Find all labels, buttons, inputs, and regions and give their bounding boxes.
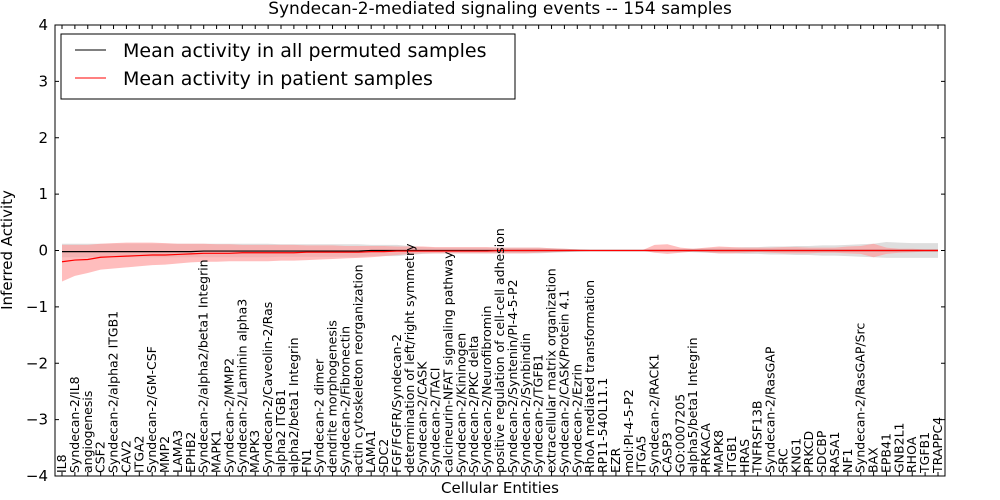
x-category-label: Syndecan-2 dimer (312, 358, 327, 473)
x-category-label: MMP2 (157, 436, 172, 473)
y-axis: −4 −3 −2 −1 0 1 2 3 4 (26, 16, 945, 485)
x-axis-label: Cellular Entities (441, 479, 559, 497)
x-category-label: Syndecan-2/MMP2 (221, 358, 236, 473)
x-category-label: CAV2 (118, 440, 133, 473)
x-category-label: MAPK8 (711, 430, 726, 473)
x-category-label: ITGA2 (131, 435, 146, 473)
y-tick-label: −1 (26, 298, 48, 316)
x-category-label: Syndecan-2/Kininogen (453, 333, 468, 473)
y-axis-label: Inferred Activity (0, 190, 16, 310)
x-category-label: CSF2 (93, 441, 108, 473)
x-category-label: alpha2/beta1 Integrin (286, 337, 301, 473)
x-category-label: Syndecan-2/alpha2/beta1 Integrin (196, 259, 211, 473)
x-category-label: ITGA5 (634, 435, 649, 473)
x-category-label: Syndecan-2/Fibronectin (337, 326, 352, 473)
y-tick-label: 3 (38, 72, 48, 90)
line-series-1 (61, 249, 938, 263)
y-tick-label: −2 (26, 354, 48, 372)
legend-box (60, 33, 516, 100)
x-category-label: Syndecan-2/IL8 (67, 376, 82, 473)
x-axis: IL8Syndecan-2/IL8angiogenesisCSF2Syndeca… (54, 25, 945, 476)
x-category-label: Syndecan-2/Neurofibromin (479, 306, 494, 473)
x-category-label: ITGB1 (724, 435, 739, 473)
x-category-label: Syndecan-2/GM-CSF (144, 346, 159, 473)
x-category-label: TNFRSF13B (750, 401, 765, 474)
series-lines (61, 249, 938, 263)
x-category-label: Syndecan-2/TACI (428, 368, 443, 473)
x-category-label: TGFB1 (917, 432, 932, 474)
x-category-label: KNG1 (788, 438, 803, 473)
x-category-label: Syndecan-2/RasGAP (763, 346, 778, 473)
x-category-label: LAMA3 (170, 430, 185, 473)
x-category-label: Syndecan-2/Syntenin/PI-4-5-P2 (505, 279, 520, 473)
x-category-label: RASA1 (827, 432, 842, 473)
x-category-label: RhoA mediated transformation (582, 280, 597, 473)
x-category-label: CASP3 (659, 432, 674, 473)
x-category-label: Syndecan-2/PKC delta (466, 336, 481, 473)
x-category-label: RP11-540L11.1 (595, 378, 610, 473)
legend-label-permuted: Mean activity in all permuted samples (123, 40, 486, 62)
x-category-label: Syndecan-2/RACK1 (647, 354, 662, 473)
x-category-label: SRC (775, 448, 790, 473)
y-tick-label: 0 (38, 242, 48, 260)
x-category-label: Syndecan-2/alpha2 ITGB1 (106, 311, 121, 473)
x-category-label: Syndecan-2/Synbindin (518, 333, 533, 473)
x-category-label: Syndecan-2/Ezrin (569, 364, 584, 473)
x-category-label: HRAS (737, 439, 752, 473)
x-category-label: BAX (866, 447, 881, 473)
x-category-label: Syndecan-2/RasGAP/Src (853, 323, 868, 473)
x-category-label: FN1 (299, 449, 314, 474)
x-category-label: IL8 (54, 454, 69, 473)
x-category-label: positive regulation of cell-cell adhesio… (492, 228, 507, 473)
x-category-label: EPHB2 (183, 432, 198, 473)
y-tick-label: 4 (38, 16, 48, 34)
x-category-label: TRAPPC4 (930, 417, 945, 474)
x-category-label: GNB2L1 (891, 423, 906, 473)
x-category-label: actin cytoskeleton reorganization (350, 264, 365, 473)
x-category-label: GO:0007205 (672, 394, 687, 473)
x-category-label: dendrite morphogenesis (325, 320, 340, 473)
legend-label-patient: Mean activity in patient samples (123, 68, 433, 90)
x-category-label: alpha5/beta1 Integrin (685, 337, 700, 473)
x-category-label: mol:PI-4-5-P2 (621, 389, 636, 473)
y-tick-label: 2 (38, 129, 48, 147)
legend: Mean activity in all permuted samples Me… (60, 33, 516, 100)
x-category-label: angiogenesis (80, 391, 95, 473)
x-category-label: Syndecan-2/CASK (415, 361, 430, 473)
x-category-label: calcineurin-NFAT signaling pathway (440, 251, 455, 473)
x-category-label: RHOA (904, 436, 919, 473)
x-category-label: SDC2 (376, 439, 391, 473)
x-category-label: EPB41 (878, 433, 893, 473)
x-category-label: Syndecan-2/Caveolin-2/Ras (260, 302, 275, 473)
x-category-label: Syndecan-2/CASK/Protein 4.1 (556, 290, 571, 473)
x-category-label: determination of left/right symmetry (402, 243, 417, 473)
x-category-label: alpha2 ITGB1 (273, 389, 288, 473)
x-category-label: PRKACA (698, 423, 713, 473)
x-category-label: EZR (608, 448, 623, 473)
x-category-label: SDCBP (814, 430, 829, 473)
chart-title: Syndecan-2-mediated signaling events -- … (268, 0, 732, 19)
y-tick-label: 1 (38, 185, 48, 203)
y-tick-label: −3 (26, 411, 48, 429)
x-category-label: NF1 (840, 449, 855, 474)
x-category-label: MAPK3 (247, 430, 262, 473)
x-category-label: Syndecan-2/Laminin alpha3 (234, 299, 249, 473)
x-category-label: MAPK1 (209, 430, 224, 473)
x-category-label: FGF/FGFR/Syndecan-2 (389, 334, 404, 473)
x-category-label: LAMA1 (363, 430, 378, 473)
y-tick-label: −4 (26, 467, 48, 485)
x-category-label: extracellular matrix organization (544, 268, 559, 473)
x-category-label: PRKCD (801, 431, 816, 473)
x-category-label: Syndecan-2/TGFB1 (531, 354, 546, 473)
